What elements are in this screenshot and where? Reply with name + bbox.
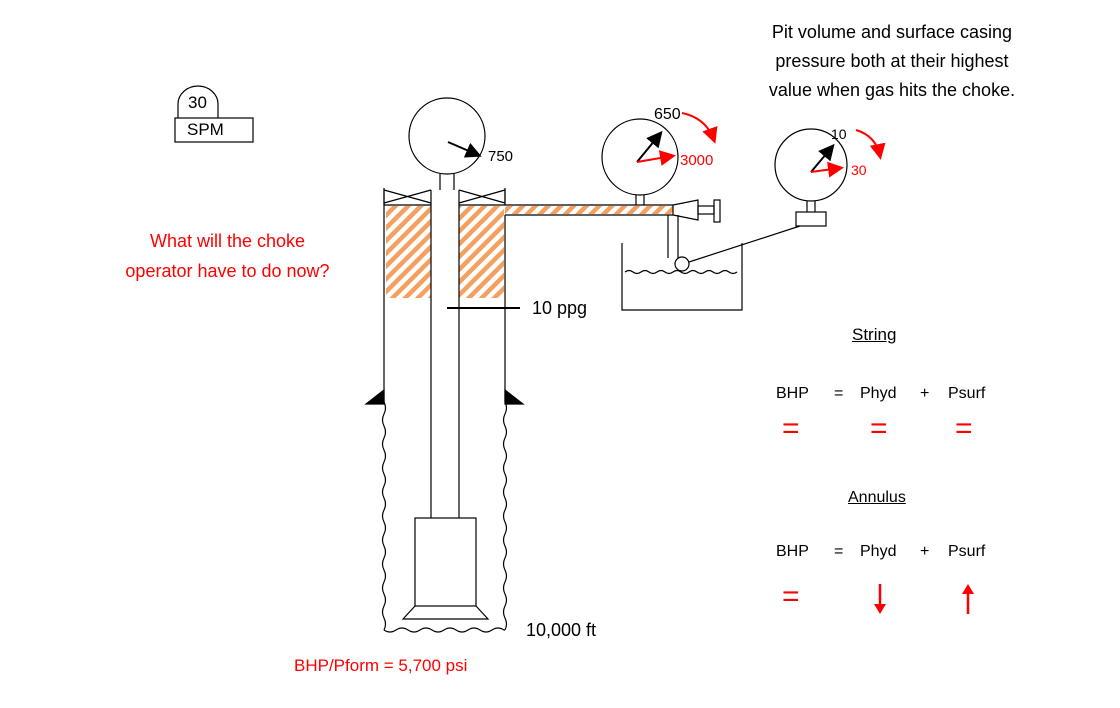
pit-increase-arrow-icon: [855, 129, 886, 160]
string-title: String: [852, 325, 897, 344]
note-line-2: pressure both at their highest: [775, 51, 1009, 71]
annulus-psurf: Psurf: [948, 543, 986, 560]
annulus-plus: +: [920, 543, 930, 560]
annulus-phyd: Phyd: [860, 543, 897, 560]
pump-rate-value: 30: [188, 93, 207, 112]
note-line-3: value when gas hits the choke.: [768, 80, 1016, 100]
annulus-bhp: BHP: [776, 543, 809, 560]
gas-annulus-right: [459, 206, 504, 298]
pit-gauge-needle-old: [810, 143, 835, 173]
casing-gauge-needle-new: [636, 150, 676, 166]
string-psurf-equal: =: [955, 412, 973, 445]
string-plus: +: [920, 385, 930, 402]
drillpipe-gauge-needle: [447, 141, 482, 158]
question-line-1: What will the choke: [149, 231, 306, 251]
bhp-label: BHP/Pform = 5,700 psi: [294, 656, 468, 675]
mud-weight-label: 10 ppg: [532, 298, 588, 318]
depth-label: 10,000 ft: [526, 620, 597, 640]
string-psurf: Psurf: [948, 385, 986, 402]
pit-gauge-needle-new: [810, 161, 844, 178]
annulus-bhp-equal: =: [782, 580, 800, 613]
string-phyd: Phyd: [860, 385, 897, 402]
string-eq: =: [834, 385, 844, 402]
string-bhp-equal: =: [782, 412, 800, 445]
annulus-title: Annulus: [848, 489, 906, 506]
question-line-2: operator have to do now?: [125, 261, 330, 281]
drillpipe-pressure: 750: [488, 148, 514, 165]
casing-gauge-needle-old: [636, 130, 663, 163]
note-line-1: Pit volume and surface casing: [771, 22, 1013, 42]
pump-rate-unit: SPM: [187, 120, 224, 139]
gas-annulus-left: [386, 206, 431, 298]
string-bhp: BHP: [776, 385, 809, 402]
note-text: Pit volume and surface casing pressure b…: [742, 18, 1042, 105]
pit-volume-old: 10: [831, 126, 847, 142]
phyd-down-arrow-icon: [874, 584, 886, 614]
casing-pressure-new: 3000: [680, 152, 714, 169]
casing-pressure-old: 650: [654, 106, 681, 123]
gas-flowline: [505, 206, 673, 214]
casing-increase-arrow-icon: [681, 112, 718, 144]
annulus-eq: =: [834, 543, 844, 560]
string-phyd-equal: =: [870, 412, 888, 445]
question-text: What will the choke operator have to do …: [100, 226, 355, 286]
wellbore: [364, 97, 848, 633]
pump-rate-indicator: [174, 85, 254, 143]
pit-volume-new: 30: [851, 162, 867, 178]
psurf-up-arrow-icon: [962, 584, 974, 614]
